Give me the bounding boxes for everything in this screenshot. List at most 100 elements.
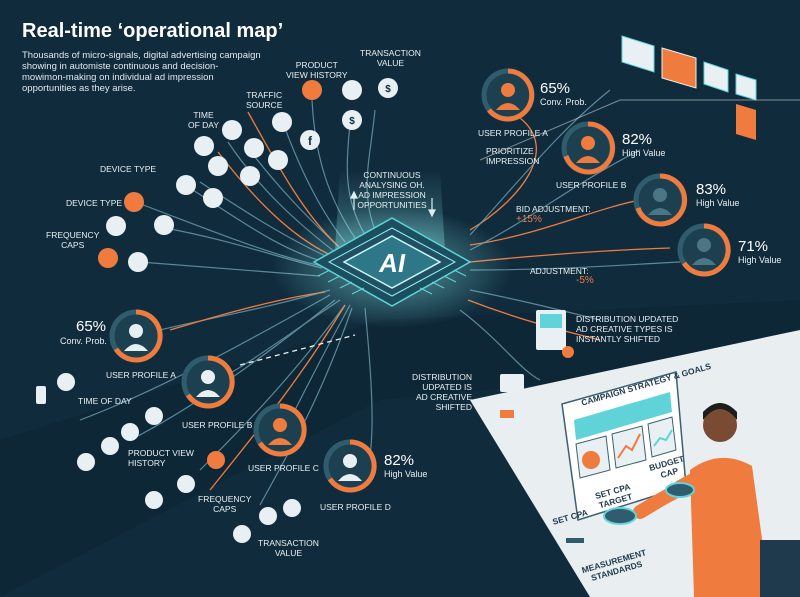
label-line: PRODUCT VIEW [128,448,194,458]
user-avatar-icon-7 [273,418,287,432]
center-caption-line: AD IMPRESSION [358,190,426,200]
adjustment-value: -5% [576,275,594,286]
creative-shift-icons [496,374,524,422]
center-caption-line: ANALYSING OH. [359,180,425,190]
label-line: INSTANTLY SHIFTED [576,334,661,344]
clock-icon [222,120,242,140]
window-icon [154,215,174,235]
distribution-updated-label: DISTRIBUTION UPDATED AD CREATIVE TYPES I… [576,314,678,344]
profile-a-label: USER PROFILE A [478,128,548,138]
profile-b-percent: 82% [622,131,653,148]
label-product-view-history: PRODUCT VIEW HISTORY [286,60,348,80]
label-line: TRANSACTION [360,48,421,58]
label-line: PRIORITIZE [486,146,534,156]
user-avatar-icon-8 [343,454,357,468]
label-line: OF DAY [188,120,220,130]
hourglass-icon [203,188,223,208]
user-avatar-icon [501,83,515,97]
page-subtitle: Thousands of micro-signals, digital adve… [22,50,261,94]
svg-text:$: $ [385,84,391,95]
user-avatar-icon-2 [581,136,595,150]
bl-profile-d-sub: High Value [384,469,428,479]
label-line: PRODUCT [295,60,338,70]
knob-set-cpa-target [603,507,637,525]
bid-adjustment-value: +15% [516,214,542,225]
profile-d-sub: High Value [738,255,782,265]
bl-transaction-value-label: TRANSACTION VALUE [258,538,319,558]
label-device-type-2: DEVICE TYPE [66,198,123,208]
screen-link-line [479,99,800,161]
page-title: Real-time ‘operational map’ [22,20,284,42]
bl-product-view-history-label: PRODUCT VIEW HISTORY [128,448,194,468]
clock-icon-3 [208,156,228,176]
label-device-type-1: DEVICE TYPE [100,164,157,174]
label-line: TRANSACTION [258,538,319,548]
user-avatar-icon-3 [653,188,667,202]
user-avatar-icon-4 [697,238,711,252]
device-type-icon [124,192,144,212]
label-line: DISTRIBUTION UPDATED [576,314,679,324]
slider-set-cpa [566,538,584,543]
center-caption-line: CONTINUOUS [363,170,421,180]
profile-d-percent: 71% [738,238,769,255]
control-knobs [566,482,695,543]
top-signal-icons: $ $ f [98,78,398,272]
center-caption: CONTINUOUS ANALYSING OH. AD IMPRESSION O… [340,170,444,210]
label-frequency-caps: FREQUENCY CAPS [46,230,99,250]
calendar-icon [128,252,148,272]
tag-icon [342,80,362,100]
label-traffic-source: TRAFFIC SOURCE [246,90,282,110]
display-screens [621,35,757,140]
bid-adjustment-label: BID ADJUSTMENT: [516,204,591,214]
bl-profile-a-sub: Conv. Prob. [60,336,107,346]
label-line: VIEW HISTORY [286,70,348,80]
bottom-profiles [109,309,377,493]
user-avatar-icon-5 [129,324,143,338]
tag-icon-2 [207,451,225,469]
label-line: TRAFFIC [246,90,283,100]
device-icon [176,175,196,195]
dashed-flow-arrow [239,334,356,366]
user-avatar-icon-6 [201,370,215,384]
facebook-icon [300,130,320,150]
instagram-icon [268,150,288,170]
cart-icon [302,80,322,100]
bl-profile-d-label: USER PROFILE D [320,502,391,512]
label-line: CAPS [61,240,85,250]
bl-profile-a-label: USER PROFILE A [106,370,176,380]
ai-chip [312,217,472,307]
label-time-of-day: TIME OF DAY [188,110,219,130]
label-line: VALUE [376,58,405,68]
label-line: CAPS [213,504,237,514]
chip-label: AI [377,248,408,278]
analyst-person [633,403,800,597]
clock-icon-2 [194,136,214,156]
label-line: SOURCE [246,100,283,110]
center-caption-line: OPPORTUNITIES [357,200,427,210]
list-icon [101,437,119,455]
bl-profile-c-label: USER PROFILE C [248,463,319,473]
label-line: TIME [193,110,214,120]
adjustment-label: ADJUSTMENT: [530,266,589,276]
profile-b-label: USER PROFILE B [556,180,627,190]
clock-icon-5 [145,491,163,509]
money-icon [98,248,118,268]
label-line: IMPRESSION [486,156,540,166]
money-bag-icon [378,78,398,98]
knob-budget-cap [665,482,695,498]
label-line: DISTRIBUTION [412,372,472,382]
phone-icon [106,216,126,236]
plane-icon-2 [177,475,195,493]
label-line: UDPATED IS [422,382,472,392]
twitter-icon [244,138,264,158]
users-icon [145,407,163,425]
prioritize-impression-label: PRIORITIZE IMPRESSION [486,146,539,166]
ad-creative-card [536,310,574,358]
strategy-dashboard [561,371,687,521]
label-line: AD CREATIVE TYPES IS [576,324,673,334]
profile-b-sub: High Value [622,148,666,158]
right-profiles [481,68,731,277]
search-icon-2 [121,423,139,441]
label-line: FREQUENCY [198,494,252,504]
